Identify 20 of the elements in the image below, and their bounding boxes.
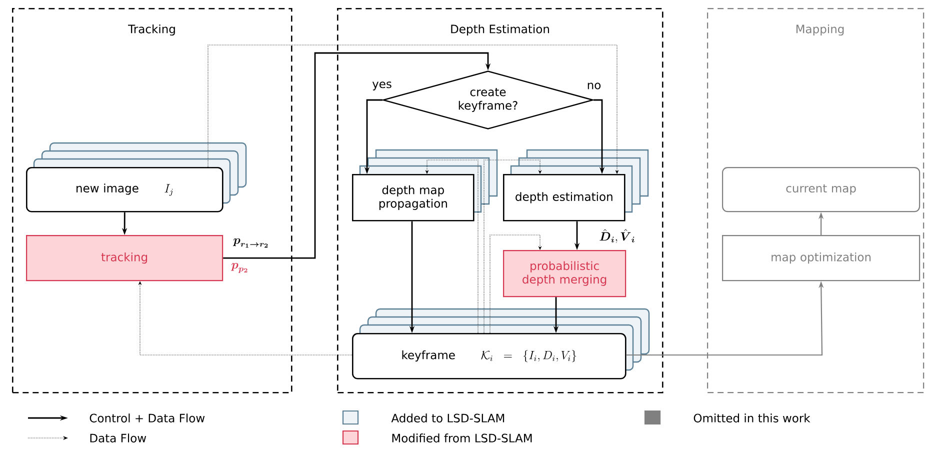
arrow — [484, 160, 542, 334]
legend-label: Omitted in this work — [694, 414, 810, 422]
process-box: depth estimation — [503, 174, 626, 222]
process-box: depth map propagation — [352, 174, 474, 222]
legend-label: Added to LSD-SLAM — [391, 414, 504, 422]
pose-label: $\boldsymbol{p}_{\boldsymbol{p_2}}$ — [231, 263, 248, 273]
arrow — [223, 52, 491, 259]
legend-label: Modified from LSD-SLAM — [392, 434, 532, 442]
process-box: probabilistic depth merging — [503, 250, 626, 298]
process-box: map optimization — [722, 235, 920, 282]
pose-label: $\boldsymbol{p}_{\boldsymbol{r_1\rightarrow r_2}}$ — [233, 238, 268, 248]
process-box: current map — [722, 167, 920, 212]
process-box: keyframe $\mathcal{K}_i = \{I_i, D_i, V_i\}$ — [352, 333, 626, 380]
arrow — [208, 44, 619, 174]
legend-label: Control + Data Flow — [90, 414, 205, 422]
pose-label: $\hat{\boldsymbol{D}}_{\boldsymbol{i}}, \hat{\boldsymbol{V}}_{\boldsymbol{i}}$ — [600, 229, 634, 243]
process-box: new image $I_j$ — [26, 167, 224, 212]
legend-label: Data Flow — [90, 434, 146, 442]
arrow — [490, 234, 542, 334]
process-box: tracking — [26, 235, 224, 282]
